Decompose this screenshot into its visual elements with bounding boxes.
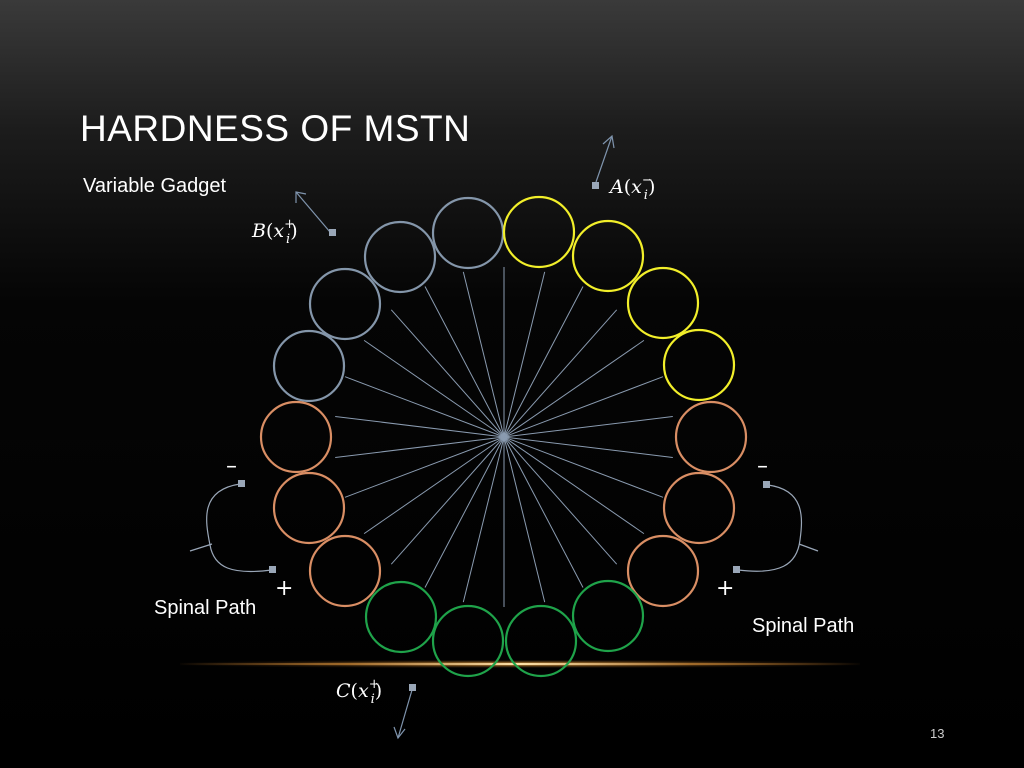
spoke-line	[503, 309, 618, 438]
yellow-circle-node	[626, 266, 700, 340]
yellow-circle-node	[502, 195, 576, 269]
green-circle-node	[504, 604, 578, 678]
spinal-path-label-right: Spinal Path	[752, 615, 855, 637]
spokes	[335, 267, 673, 607]
spoke-line	[503, 416, 673, 438]
arrow-c	[393, 684, 416, 740]
minus-sign-left: –	[226, 454, 237, 479]
connector-stroke	[189, 543, 213, 552]
label-b-xi-plus: B(x+i)	[251, 217, 298, 247]
plus-sign-left: +	[275, 576, 293, 601]
page-number: 13	[930, 726, 945, 741]
orange-circle-node	[662, 471, 736, 545]
arrow-stroke	[295, 191, 307, 203]
minus-sign-right: –	[757, 454, 768, 479]
orange-circle-node	[259, 400, 333, 474]
gadget-circles	[259, 195, 748, 678]
arrow-a	[592, 134, 615, 189]
gray-circle-node	[431, 196, 505, 270]
label-a-xi-minus: A(x−i)	[608, 173, 655, 203]
spinal-path-label-left: Spinal Path	[154, 597, 257, 619]
spoke-line	[424, 436, 505, 588]
spoke-line	[344, 376, 505, 438]
spoke-line	[503, 271, 546, 438]
spoke-line	[462, 271, 505, 438]
orange-circle-node	[626, 534, 700, 608]
spoke-line	[503, 286, 584, 438]
floor-glow-line	[180, 663, 860, 665]
spoke-line	[335, 416, 505, 438]
spoke-line	[503, 339, 645, 438]
connector-handle	[763, 481, 770, 488]
connector-handle	[269, 566, 276, 573]
spoke-line	[462, 436, 505, 603]
connector-handle	[733, 566, 740, 573]
spoke-line	[390, 436, 505, 565]
spoke-line	[503, 376, 664, 438]
spoke-line	[390, 309, 505, 438]
plus-sign-right: +	[716, 576, 734, 601]
spoke-line	[503, 436, 645, 535]
yellow-circle-node	[571, 219, 645, 293]
spoke-line	[363, 436, 505, 535]
orange-circle-node	[272, 471, 346, 545]
spoke-line	[503, 436, 618, 565]
arrow-stroke	[595, 135, 613, 183]
yellow-circle-node	[662, 328, 736, 402]
page-title: Hardness of MSTN	[80, 108, 471, 149]
arrow-stroke	[397, 689, 413, 739]
label-c-xi-plus: C(x+i)	[336, 677, 382, 707]
arrow-b	[295, 191, 336, 236]
spoke-line	[503, 436, 673, 458]
connector-left	[189, 480, 276, 573]
green-circle-node	[431, 604, 505, 678]
connector-handle	[409, 684, 416, 691]
arrow-stroke	[602, 134, 615, 149]
green-circle-node	[571, 579, 645, 653]
connector-stroke	[206, 483, 273, 573]
connector-handle	[329, 229, 336, 236]
gray-circle-node	[363, 220, 437, 294]
orange-circle-node	[674, 400, 748, 474]
spoke-line	[363, 339, 505, 438]
orange-circle-node	[308, 534, 382, 608]
spoke-line	[424, 286, 505, 438]
connector-handle	[592, 182, 599, 189]
connector-stroke	[737, 484, 803, 572]
green-circle-node	[364, 580, 438, 654]
spoke-line	[503, 436, 584, 588]
spoke-line	[503, 436, 664, 498]
gray-circle-node	[308, 267, 382, 341]
spoke-line	[344, 436, 505, 498]
connectors	[189, 134, 819, 740]
connector-stroke	[798, 543, 819, 552]
arrow-stroke	[295, 191, 331, 233]
spoke-line	[335, 436, 505, 458]
gray-circle-node	[272, 329, 346, 403]
connector-right	[733, 481, 819, 573]
connector-handle	[238, 480, 245, 487]
subtitle-variable-gadget: Variable Gadget	[83, 175, 227, 197]
arrow-stroke	[393, 726, 406, 740]
spoke-line	[503, 436, 546, 603]
